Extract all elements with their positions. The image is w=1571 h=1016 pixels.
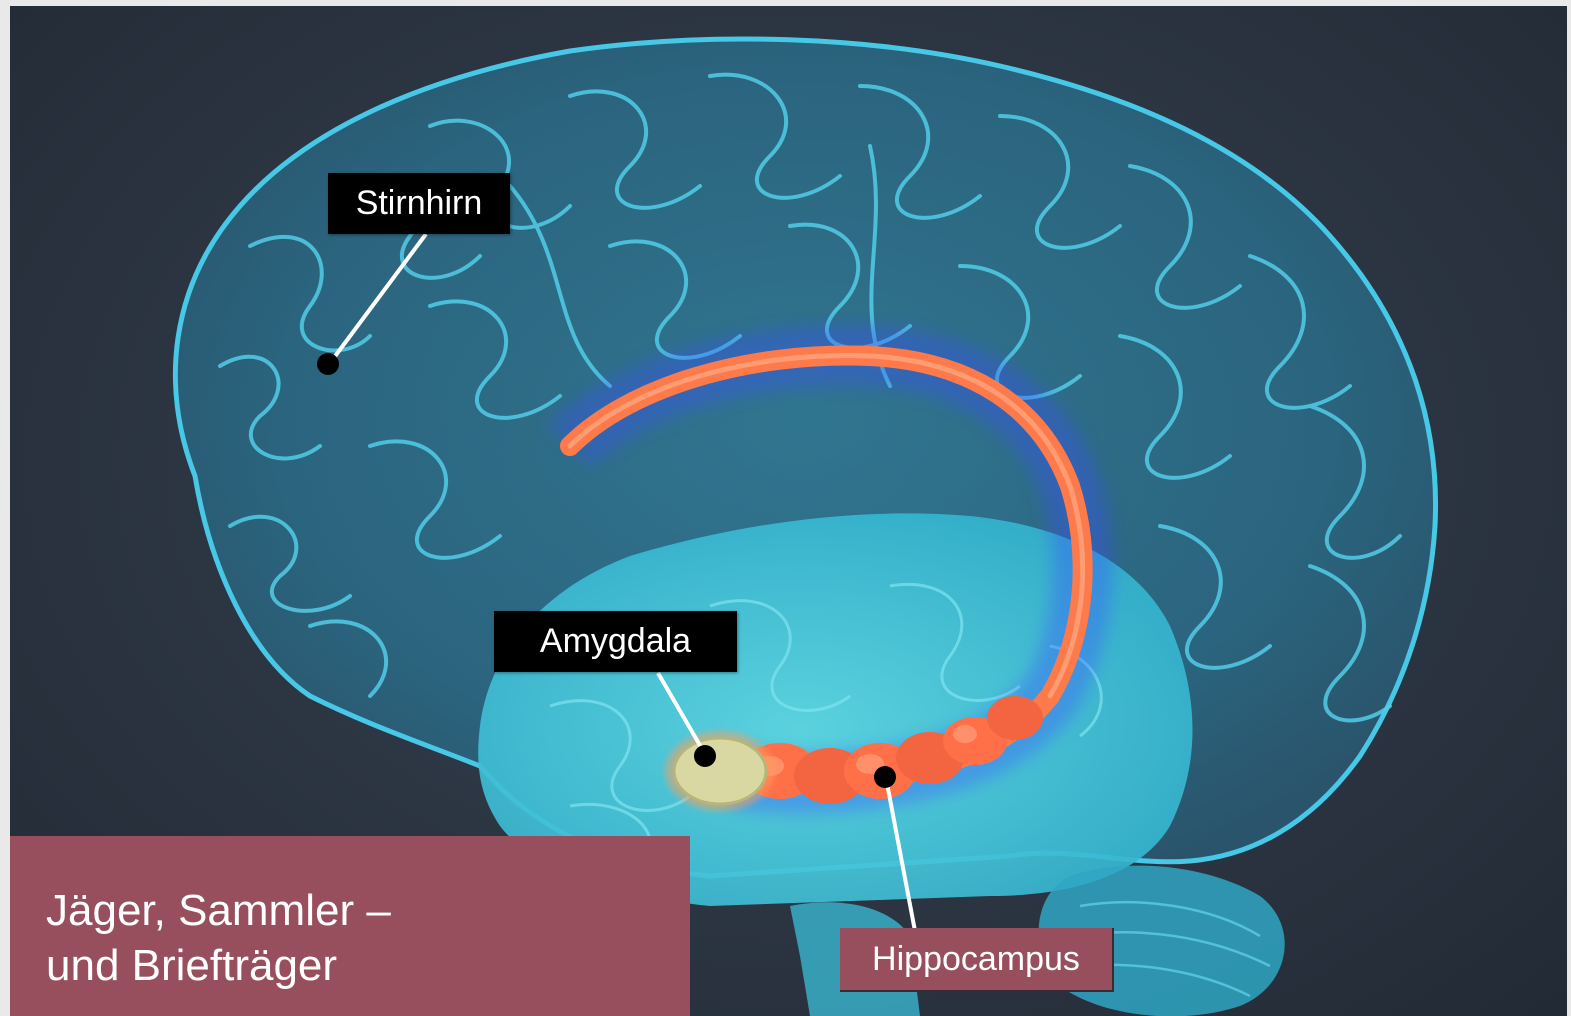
label-amygdala-text: Amygdala — [540, 622, 691, 661]
title-box: Jäger, Sammler – und Briefträger — [10, 836, 690, 1016]
title-line-1: Jäger, Sammler – — [46, 889, 391, 933]
hippocampus-dot — [874, 766, 896, 788]
label-amygdala: Amygdala — [494, 611, 737, 672]
frontal-dot — [317, 353, 339, 375]
title-line-2: und Briefträger — [46, 944, 337, 988]
amygdala-dot — [694, 745, 716, 767]
label-hippocampus: Hippocampus — [840, 928, 1114, 992]
amygdala-shape — [674, 738, 766, 804]
label-stirnhirn: Stirnhirn — [328, 173, 510, 234]
label-hippocampus-text: Hippocampus — [872, 940, 1080, 979]
label-stirnhirn-text: Stirnhirn — [356, 184, 483, 223]
slide: Stirnhirn Amygdala Hippocampus Jäger, Sa… — [10, 6, 1567, 1016]
